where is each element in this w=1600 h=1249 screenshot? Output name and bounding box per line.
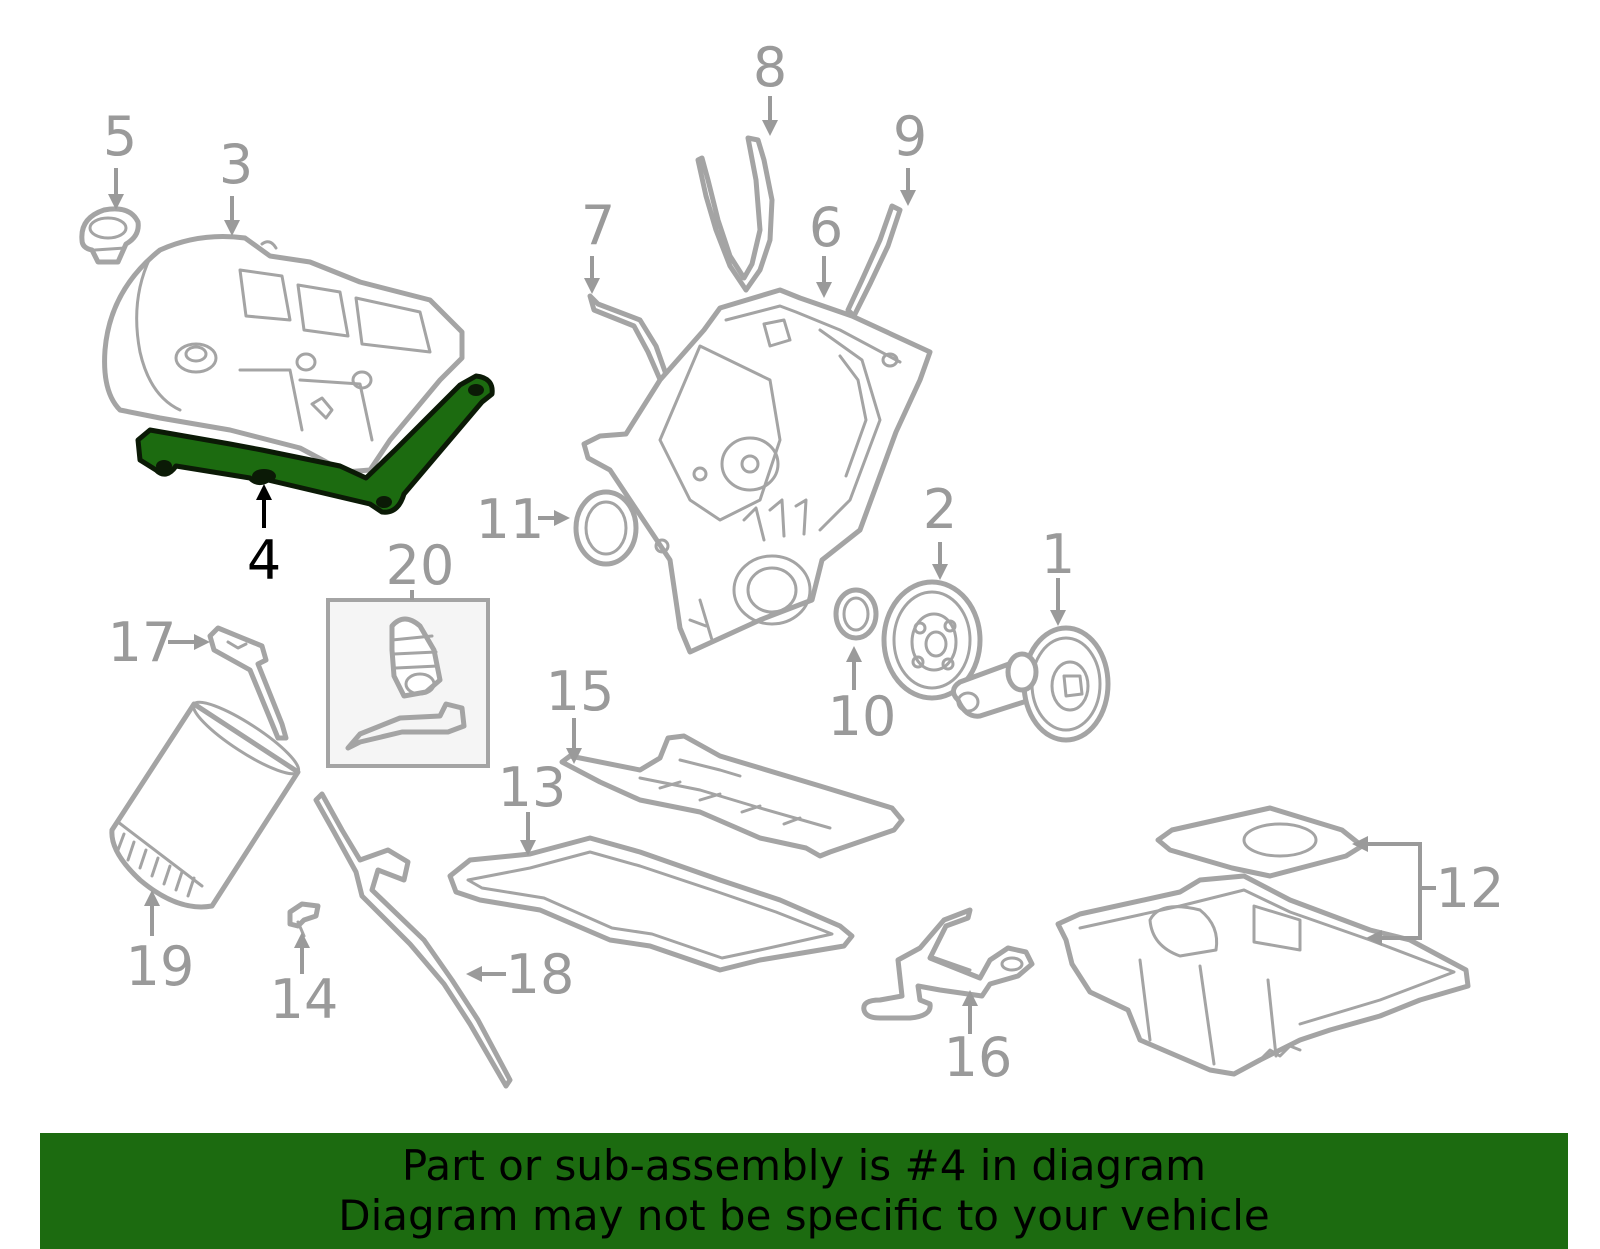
part-14-bolt [287,901,321,938]
part-12-oil-pan [1055,805,1471,1077]
part-5-oil-filler-cap [79,206,141,265]
callout-6: 6 [809,196,843,259]
part-10-seal [833,587,879,641]
part-13-oil-pan-gasket [447,835,855,973]
part-2-crank-pulley [881,579,983,701]
part-20-pcv-kit [326,598,490,768]
info-banner: Part or sub-assembly is #4 in diagram Di… [40,1133,1568,1249]
banner-line-disclaimer: Diagram may not be specific to your vehi… [338,1191,1270,1240]
callout-5: 5 [103,105,137,168]
part-9-gasket [845,203,903,319]
callout-20: 20 [386,534,455,597]
callout-19: 19 [126,935,195,998]
callout-9: 9 [893,105,927,168]
callout-18: 18 [506,943,575,1006]
part-18-dipstick-tube [313,791,513,1089]
part-7-gasket [587,293,671,387]
part-19-oil-filter [109,700,301,910]
part-11-seal [573,489,639,567]
callout-14: 14 [270,968,339,1031]
callout-11: 11 [476,488,545,551]
part-6-timing-cover [581,287,933,655]
callout-12: 12 [1436,857,1505,920]
part-1-tensioner-pulley [951,625,1111,743]
callout-8: 8 [753,36,787,99]
callout-17: 17 [108,611,177,674]
callout-7: 7 [581,194,615,257]
callout-4: 4 [247,529,281,592]
callout-leaders [108,96,1436,1034]
callout-13: 13 [498,756,567,819]
part-8-gasket [695,135,775,293]
part-3-valve-cover [102,234,465,475]
callout-10: 10 [828,685,897,748]
callout-16: 16 [944,1026,1013,1089]
callout-1: 1 [1041,523,1075,586]
part-4-valve-cover-gasket [135,373,495,515]
callout-2: 2 [923,478,957,541]
callout-3: 3 [219,133,253,196]
part-16-oil-pickup [861,907,1035,1021]
callout-numbers: 1 2 3 4 5 6 7 8 9 10 11 12 13 14 15 16 1… [103,36,1505,1089]
banner-line-part: Part or sub-assembly is #4 in diagram [401,1141,1207,1190]
part-17-bracket [207,625,289,741]
callout-15: 15 [546,660,615,723]
part-15-windage-tray [559,733,905,859]
